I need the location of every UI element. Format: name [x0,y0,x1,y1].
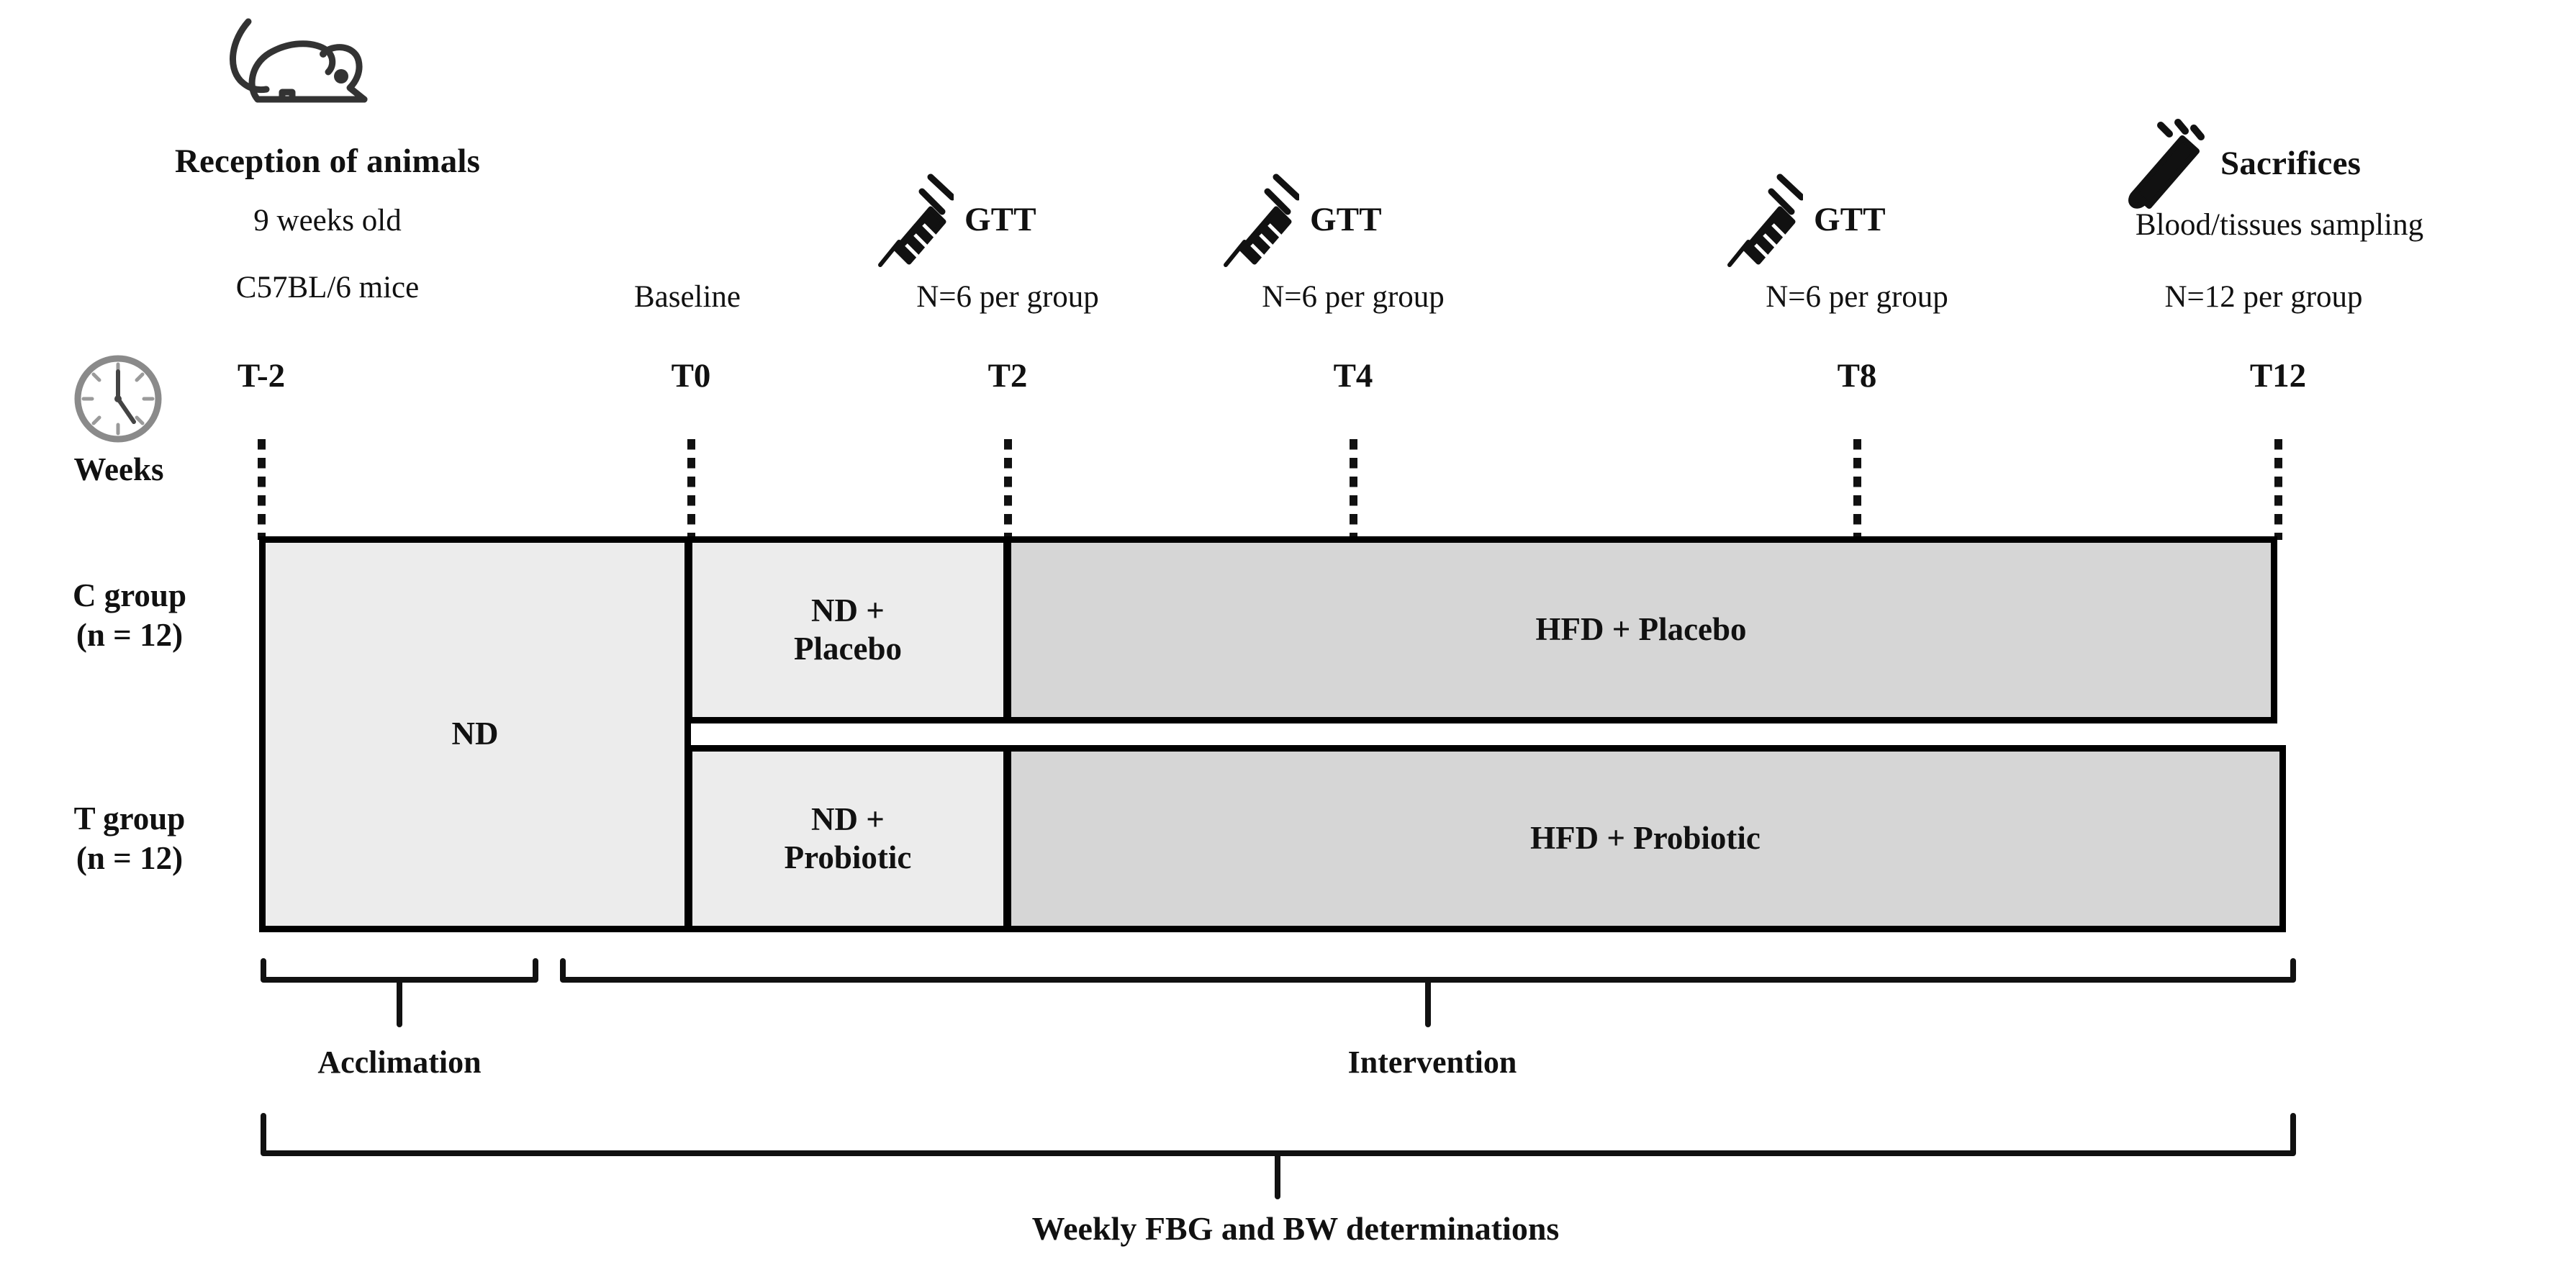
diet-bar-t-right: HFD + Probiotic [1005,745,2286,932]
diet-bar-c-right-label: HFD + Placebo [1535,611,1747,648]
tick-connector-t0 [687,439,695,540]
tick-label-t2: T2 [988,357,1028,394]
blood-tube-icon [2116,108,2217,209]
syringe-icon [1717,164,1803,272]
tick-connector-t12 [2274,439,2282,540]
group-label-c: C group (n = 12) [14,576,245,655]
tick-label-t8: T8 [1837,357,1877,394]
mouse-icon [207,13,387,121]
tick-label-t0: T0 [671,357,711,394]
event-title-1: GTT [1310,201,1382,238]
event-n-0: N=6 per group [916,280,1099,314]
event-title-0: GTT [964,201,1036,238]
diet-bar-t-mid-label: ND + Probiotic [785,801,912,877]
diet-bar-c-mid-label: ND + Placebo [794,592,902,668]
diet-bar-c-mid-line2: Placebo [794,631,902,667]
study-caption: Weekly FBG and BW determinations [1031,1210,1560,1247]
diet-bar-t-mid-line2: Probiotic [784,839,912,875]
group-name-c: C group [73,577,186,613]
diet-bar-nd-label: ND [451,716,499,752]
tick-connector-t8 [1853,439,1861,540]
diet-bar-c-mid: ND + Placebo [686,536,1010,723]
tick-label-t12: T12 [2249,357,2307,394]
reception-strain: C57BL/6 mice [235,271,420,305]
group-name-t: T group [73,801,186,837]
event-subtitle-3: Blood/tissues sampling [2135,208,2424,242]
event-n-2: N=6 per group [1766,280,1948,314]
group-label-t: T group (n = 12) [14,799,245,878]
group-n-t: (n = 12) [76,839,184,876]
syringe-icon [1213,164,1299,272]
event-n-3: N=12 per group [2164,280,2363,314]
event-title-2: GTT [1814,201,1886,238]
event-title-3: Sacrifices [2220,145,2362,182]
reception-age: 9 weeks old [253,204,402,238]
phase-label-acclimation: Acclimation [317,1045,482,1080]
tick-label-t4: T4 [1333,357,1373,394]
weeks-label: Weeks [73,451,164,487]
event-n-1: N=6 per group [1262,280,1445,314]
diet-bar-t-right-label: HFD + Probiotic [1530,820,1761,857]
clock-icon [72,353,164,445]
phase-brackets [238,939,2339,1055]
study-bracket [238,1109,2339,1202]
reception-title: Reception of animals [174,143,481,180]
tick-label-t-2: T-2 [237,357,286,394]
phase-label-intervention: Intervention [1347,1045,1517,1080]
baseline-label: Baseline [633,280,741,314]
diet-bar-t-mid: ND + Probiotic [686,745,1010,932]
tick-connector-t2 [1004,439,1012,540]
diet-bar-c-mid-line1: ND + [811,592,885,628]
diet-bar-t-mid-line1: ND + [811,801,885,837]
tick-connector-t-2 [258,439,266,540]
diet-bar-c-right: HFD + Placebo [1005,536,2277,723]
diet-bar-nd: ND [259,536,691,932]
syringe-icon [867,164,954,272]
tick-connector-t4 [1350,439,1357,540]
group-n-c: (n = 12) [76,616,184,653]
